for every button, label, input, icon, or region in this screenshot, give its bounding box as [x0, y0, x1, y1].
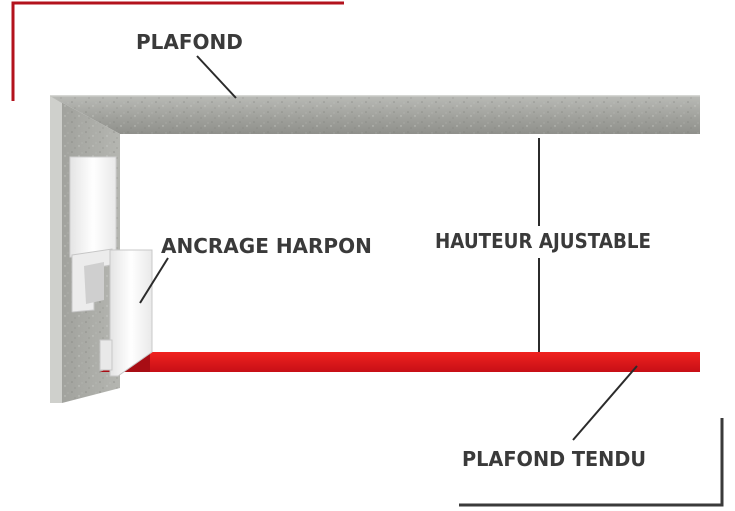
anchor-label: ANCRAGE HARPON: [161, 234, 372, 258]
ceiling-leader: [196, 55, 237, 99]
stretch-ceiling-label: PLAFOND TENDU: [462, 447, 646, 471]
stretch-membrane: [100, 352, 700, 372]
ceiling-slab: [50, 95, 700, 134]
anchor-leader: [139, 257, 169, 304]
stretch-ceiling-leader: [572, 365, 638, 441]
harpoon-profile: [69, 156, 153, 377]
frame-bottom-right: [459, 418, 724, 507]
ceiling-label: PLAFOND: [136, 30, 243, 54]
height-label: HAUTEUR AJUSTABLE: [435, 229, 651, 253]
frame-top-left: [11, 1, 344, 101]
